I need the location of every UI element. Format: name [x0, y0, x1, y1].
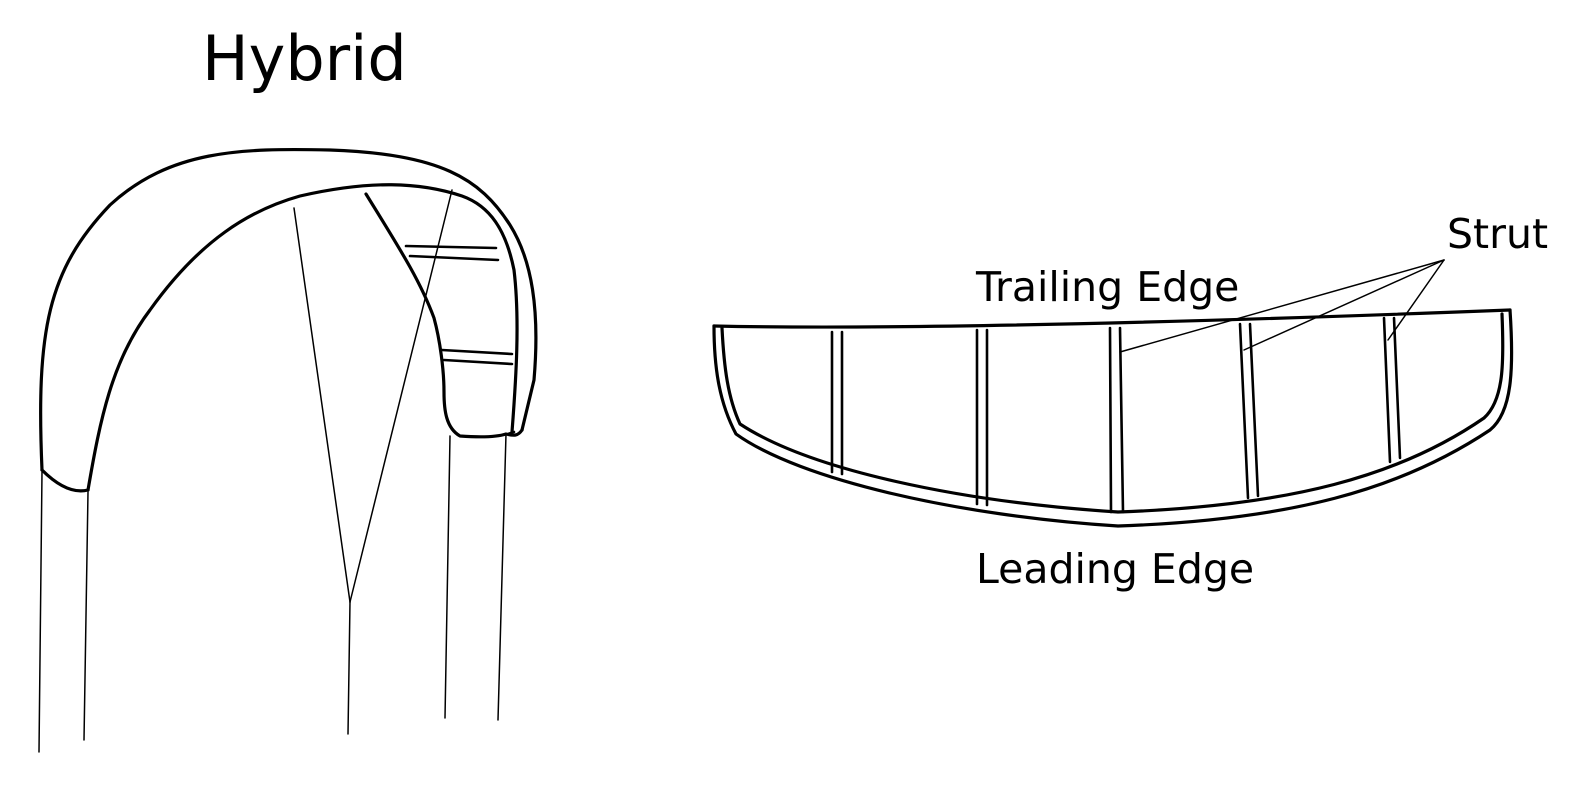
flying-line-2	[83, 491, 89, 741]
top-strut-3a	[1108, 326, 1113, 514]
front-right-wingtip	[364, 192, 524, 439]
strut-pointer-3	[1387, 259, 1445, 341]
strut-pointer-2	[1243, 259, 1445, 351]
top-strut-5b	[1392, 316, 1402, 460]
bridle-line-center	[347, 601, 351, 735]
diagram-title: Hybrid	[202, 22, 407, 95]
top-view-kite	[712, 259, 1514, 528]
top-trailing-edge-line	[712, 308, 1512, 329]
front-strut-upper-2	[408, 254, 500, 262]
front-strut-lower	[440, 348, 514, 356]
front-leading-edge-outer	[39, 147, 538, 472]
front-left-wingtip	[40, 468, 90, 493]
flying-line-4	[497, 433, 507, 721]
strut-label: Strut	[1447, 210, 1548, 258]
trailing-edge-label: Trailing Edge	[975, 263, 1239, 311]
strut-pointer-1	[1119, 259, 1445, 353]
bridle-line-left	[293, 207, 351, 603]
top-leading-edge-outer	[712, 308, 1514, 528]
front-canopy-edge	[506, 430, 516, 436]
top-strut-3b	[1118, 326, 1125, 514]
front-strut-lower-2	[442, 358, 514, 366]
flying-line-3	[444, 435, 451, 719]
front-strut-upper	[404, 244, 498, 250]
front-leading-edge-inner	[86, 183, 519, 492]
top-strut-4a	[1238, 322, 1250, 500]
leading-edge-label: Leading Edge	[976, 545, 1254, 593]
front-view-kite	[38, 147, 538, 753]
top-strut-4b	[1248, 322, 1260, 498]
flying-line-1	[38, 471, 43, 753]
bridle-line-right	[349, 189, 453, 603]
top-leading-edge-inner	[720, 312, 1505, 514]
top-strut-5a	[1382, 316, 1392, 464]
